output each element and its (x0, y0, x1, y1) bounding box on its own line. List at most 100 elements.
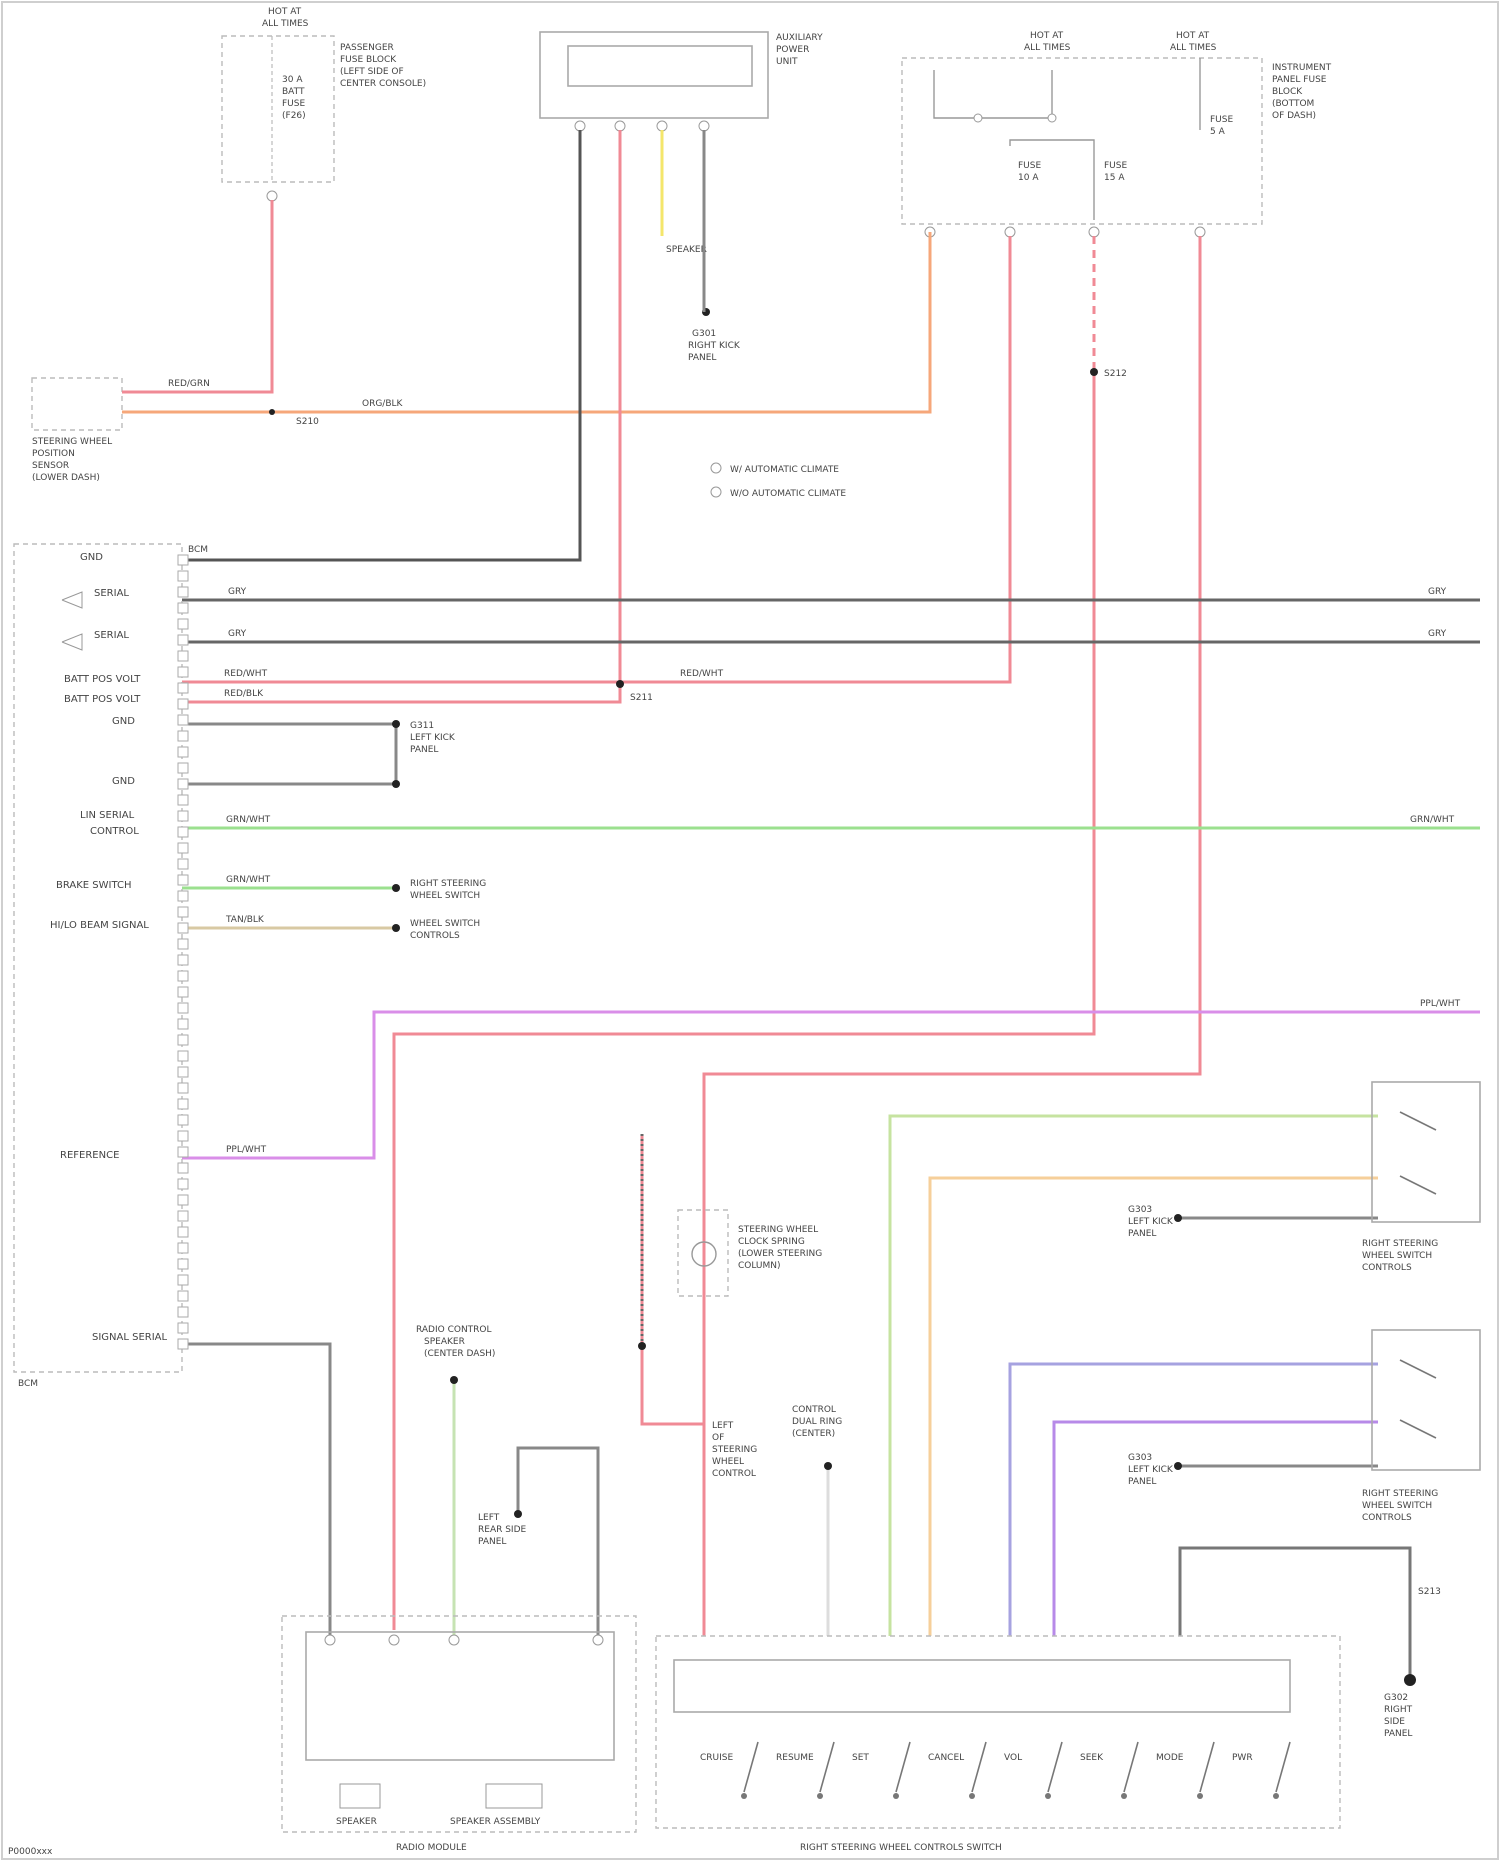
svg-text:G302: G302 (1384, 1693, 1408, 1703)
bcm-pin (178, 955, 188, 965)
svg-text:RED/WHT: RED/WHT (224, 669, 268, 679)
bcm-pin (178, 795, 188, 805)
svg-text:WHEEL SWITCH: WHEEL SWITCH (410, 919, 480, 929)
svg-text:BATT POS VOLT: BATT POS VOLT (64, 674, 141, 685)
bcm-pin (178, 1051, 188, 1061)
bcm-pin (178, 1227, 188, 1237)
svg-text:SERIAL: SERIAL (94, 588, 129, 599)
bcm-pin (178, 811, 188, 821)
steering-control-label: LEFT OF STEERING WHEEL CONTROL (712, 1421, 757, 1479)
svg-text:REFERENCE: REFERENCE (60, 1150, 119, 1161)
bcm-pin (178, 1067, 188, 1077)
switch-pivot (893, 1793, 899, 1799)
svg-text:COLUMN): COLUMN) (738, 1261, 781, 1271)
switch-label: CRUISE (700, 1753, 733, 1763)
svg-text:BLOCK: BLOCK (1272, 87, 1303, 97)
svg-text:LIN SERIAL: LIN SERIAL (80, 810, 135, 821)
svg-text:FUSE: FUSE (1104, 161, 1127, 171)
svg-text:STEERING WHEEL: STEERING WHEEL (738, 1225, 818, 1235)
lower-switch-cluster: G303 LEFT KICK PANEL RIGHT STEERING WHEE… (1128, 1330, 1480, 1523)
svg-text:GRN/WHT: GRN/WHT (226, 815, 271, 825)
svg-text:PPL/WHT: PPL/WHT (226, 1145, 267, 1155)
svg-text:ORG/BLK: ORG/BLK (362, 399, 404, 409)
svg-text:SPEAKER: SPEAKER (336, 1817, 377, 1827)
fuse-block-left: HOT AT ALL TIMES 30 A BATT FUSE (F26) PA… (222, 7, 426, 201)
svg-text:RIGHT STEERING: RIGHT STEERING (1362, 1489, 1438, 1499)
svg-text:G303: G303 (1128, 1453, 1152, 1463)
svg-text:HOT AT: HOT AT (1176, 31, 1210, 41)
svg-text:(LOWER STEERING: (LOWER STEERING (738, 1249, 822, 1259)
svg-text:G311: G311 (410, 721, 434, 731)
svg-text:SERIAL: SERIAL (94, 630, 129, 641)
svg-text:GRY: GRY (1428, 629, 1447, 639)
bcm-pin (178, 1307, 188, 1317)
bcm-pin (178, 1211, 188, 1221)
svg-text:POSITION: POSITION (32, 449, 75, 459)
bcm-pin (178, 731, 188, 741)
svg-text:GND: GND (112, 776, 135, 787)
bcm-pin (178, 587, 188, 597)
svg-text:GND: GND (112, 716, 135, 727)
ignition-label: HOT AT (268, 7, 302, 17)
svg-text:W/O AUTOMATIC CLIMATE: W/O AUTOMATIC CLIMATE (730, 489, 846, 499)
switch-label: SEEK (1080, 1753, 1104, 1763)
bcm-pin (178, 1035, 188, 1045)
bcm-pin (178, 1195, 188, 1205)
bcm-pin (178, 1275, 188, 1285)
switch-pivot (1273, 1793, 1279, 1799)
bcm-pin (178, 1019, 188, 1029)
svg-text:PANEL: PANEL (1128, 1229, 1156, 1239)
svg-text:RADIO CONTROL: RADIO CONTROL (416, 1325, 492, 1335)
switch-contact (820, 1742, 834, 1792)
bcm-pin (178, 875, 188, 885)
bcm-pin (178, 635, 188, 645)
switch-pivot (1045, 1793, 1051, 1799)
bcm-pin (178, 1179, 188, 1189)
switch-label: CANCEL (928, 1753, 964, 1763)
switch-label: MODE (1156, 1753, 1184, 1763)
svg-text:PANEL: PANEL (688, 353, 716, 363)
svg-text:RIGHT STEERING: RIGHT STEERING (410, 879, 486, 889)
svg-text:LEFT KICK: LEFT KICK (1128, 1217, 1174, 1227)
switch-contact (972, 1742, 986, 1792)
svg-text:RED/WHT: RED/WHT (680, 669, 724, 679)
svg-text:CONTROL: CONTROL (712, 1469, 756, 1479)
speaker-callouts: RADIO CONTROL SPEAKER (CENTER DASH) LEFT… (416, 1325, 842, 1547)
legend: W/ AUTOMATIC CLIMATE W/O AUTOMATIC CLIMA… (711, 463, 846, 499)
bcm-pin (178, 987, 188, 997)
svg-text:CONTROLS: CONTROLS (410, 931, 460, 941)
steering-switch-module: RIGHT STEERING WHEEL CONTROLS SWITCH CRU… (656, 1636, 1340, 1853)
svg-text:LEFT KICK: LEFT KICK (1128, 1465, 1174, 1475)
switch-contact (744, 1742, 758, 1792)
svg-text:RIGHT: RIGHT (1384, 1705, 1413, 1715)
bcm-side-labels: G311 LEFT KICK PANEL RIGHT STEERING WHEE… (410, 721, 486, 941)
svg-text:FUSE: FUSE (1018, 161, 1041, 171)
bcm-pin (178, 1115, 188, 1125)
bcm-pin (178, 1291, 188, 1301)
svg-text:FUSE: FUSE (282, 99, 305, 109)
svg-text:CONTROL: CONTROL (90, 826, 139, 837)
bcm-pin (178, 891, 188, 901)
switch-label: VOL (1004, 1753, 1022, 1763)
svg-text:S213: S213 (1418, 1587, 1441, 1597)
svg-text:LEFT: LEFT (712, 1421, 734, 1431)
svg-text:SPEAKER: SPEAKER (666, 245, 707, 255)
switch-pivot (741, 1793, 747, 1799)
bcm-pin (178, 603, 188, 613)
svg-text:SIDE: SIDE (1384, 1717, 1405, 1727)
svg-text:TAN/BLK: TAN/BLK (225, 915, 265, 925)
svg-text:OF DASH): OF DASH) (1272, 111, 1316, 121)
switch-contact (1276, 1742, 1290, 1792)
svg-text:5 A: 5 A (1210, 127, 1226, 137)
svg-text:RADIO MODULE: RADIO MODULE (396, 1843, 467, 1853)
svg-text:ALL TIMES: ALL TIMES (1170, 43, 1217, 53)
svg-text:RIGHT KICK: RIGHT KICK (688, 341, 741, 351)
bcm-pin (178, 1099, 188, 1109)
switch-pivot (1197, 1793, 1203, 1799)
bcm-pin (178, 619, 188, 629)
right-ground: G302 RIGHT SIDE PANEL (1384, 1693, 1413, 1739)
bcm-pin (178, 683, 188, 693)
bcm-pin (178, 715, 188, 725)
